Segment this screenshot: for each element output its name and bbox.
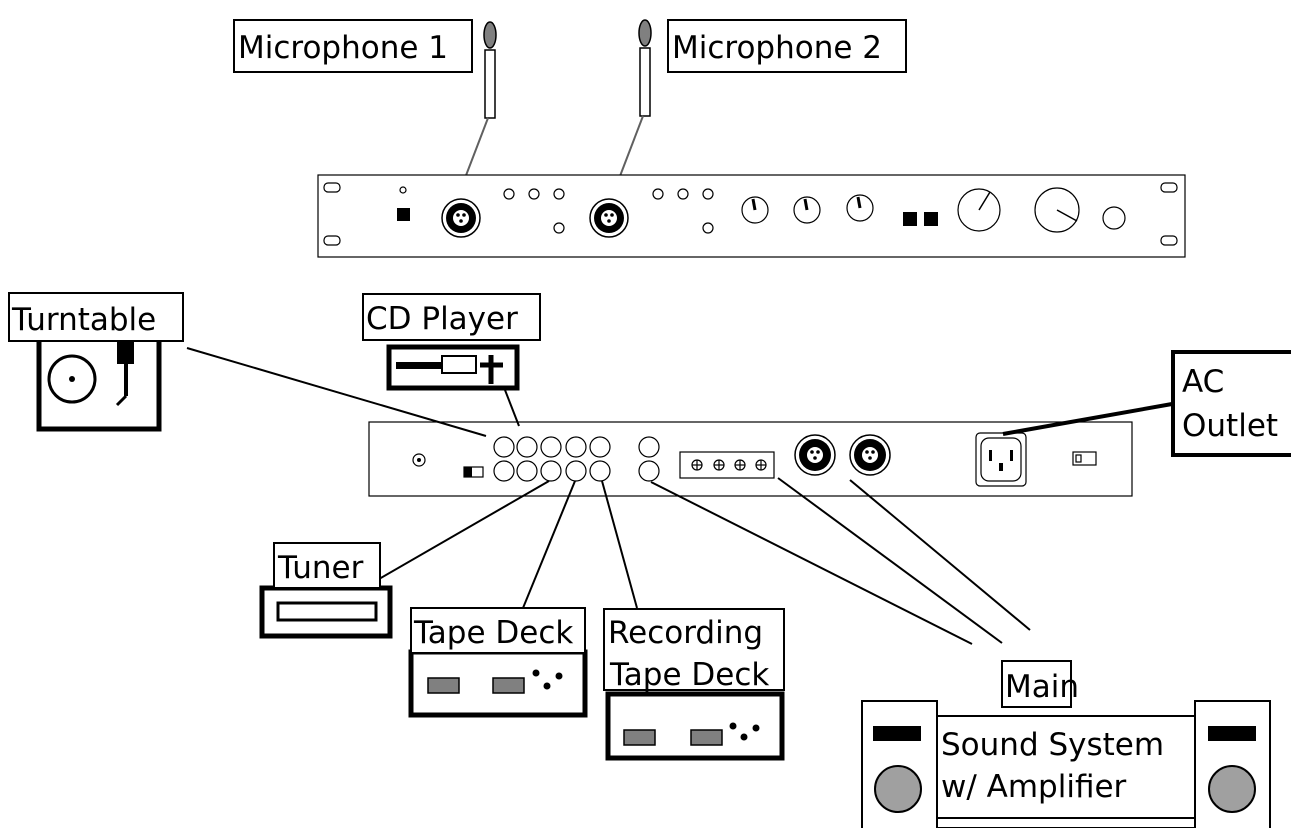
knob-2 bbox=[793, 196, 821, 224]
tuner-wire bbox=[378, 480, 550, 580]
microphone-1-label: Microphone 1 bbox=[238, 30, 448, 66]
knob-3 bbox=[846, 194, 874, 222]
main-sound-system: Sound System w/ Amplifier Main bbox=[861, 660, 1271, 828]
cd-player-wire bbox=[504, 389, 520, 427]
square-button-1 bbox=[903, 212, 917, 226]
recording-tape-deck: Recording Tape Deck bbox=[603, 608, 785, 761]
sound-system-label-line-1: Sound System bbox=[941, 727, 1164, 763]
right-speaker bbox=[1194, 700, 1271, 828]
power-button bbox=[397, 208, 410, 221]
ac-outlet-wire bbox=[1002, 402, 1173, 436]
turntable-wire bbox=[186, 347, 487, 437]
main-wire-3 bbox=[849, 479, 1031, 631]
tuner: Tuner bbox=[259, 542, 393, 639]
recording-tape-deck-wire bbox=[601, 480, 638, 609]
cd-player: CD Player bbox=[362, 293, 541, 391]
rear-xlr-output-2 bbox=[849, 434, 891, 476]
tape-deck-wire bbox=[522, 480, 576, 609]
microphone-1-body bbox=[484, 49, 496, 119]
rear-xlr-output-1 bbox=[794, 434, 836, 476]
front-xlr-input-1 bbox=[441, 198, 481, 238]
recording-tape-deck-label-line-2: Tape Deck bbox=[609, 657, 769, 693]
mixer-front-panel bbox=[317, 174, 1186, 258]
ac-outlet-label-line-1: AC bbox=[1182, 364, 1224, 400]
large-knob-1 bbox=[957, 188, 1001, 232]
tape-deck: Tape Deck bbox=[408, 607, 588, 718]
cd-player-label: CD Player bbox=[366, 301, 518, 337]
sound-system-label-line-2: w/ Amplifier bbox=[941, 769, 1127, 805]
microphone-1: Microphone 1 bbox=[233, 19, 497, 119]
knob-1 bbox=[741, 196, 769, 224]
connection-wires bbox=[186, 347, 1173, 645]
microphone-2: Microphone 2 bbox=[638, 19, 907, 117]
voltage-switch bbox=[1072, 451, 1097, 466]
ac-outlet: AC Outlet bbox=[1171, 350, 1291, 457]
microphone-2-label: Microphone 2 bbox=[672, 30, 882, 66]
large-knob-2 bbox=[1034, 187, 1080, 233]
recording-tape-deck-label-line-1: Recording bbox=[608, 615, 763, 651]
main-wire-2 bbox=[777, 477, 1003, 644]
microphone-2-body bbox=[639, 47, 651, 117]
power-inlet bbox=[975, 432, 1027, 487]
left-speaker bbox=[861, 700, 938, 828]
speaker-terminals bbox=[679, 451, 775, 479]
main-wire-1 bbox=[650, 481, 973, 645]
tuner-label: Tuner bbox=[277, 550, 364, 586]
square-button-2 bbox=[924, 212, 938, 226]
microphone-1-head bbox=[483, 21, 497, 49]
ac-outlet-box bbox=[1171, 350, 1291, 457]
front-xlr-input-2 bbox=[589, 198, 629, 238]
turntable-label: Turntable bbox=[11, 302, 156, 338]
microphone-2-head bbox=[638, 19, 652, 47]
rear-slide-switch bbox=[463, 466, 484, 478]
main-label: Main bbox=[1005, 669, 1079, 705]
turntable: Turntable bbox=[8, 292, 184, 432]
tape-deck-label: Tape Deck bbox=[413, 615, 573, 651]
ac-outlet-label-line-2: Outlet bbox=[1182, 408, 1278, 444]
